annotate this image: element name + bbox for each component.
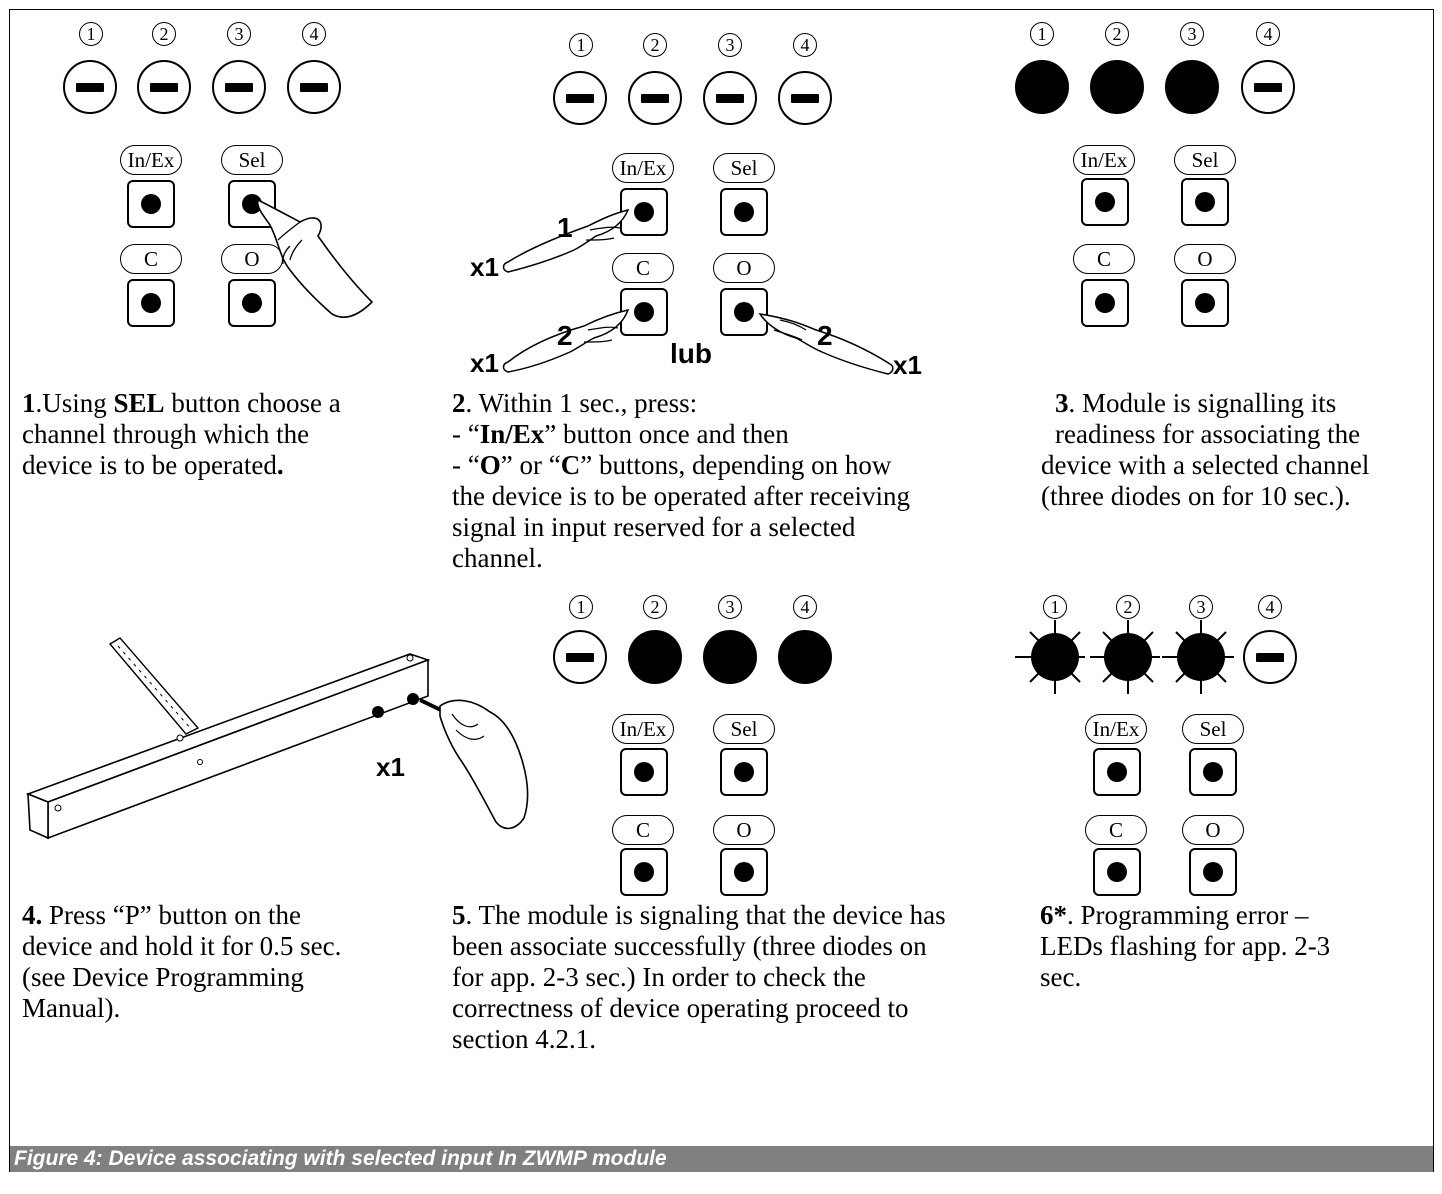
- actuator-device-icon: [25, 637, 529, 840]
- caption-step-4: 4. Press “P” button on the device and ho…: [22, 900, 342, 1023]
- channel-number-2: 2: [1105, 22, 1129, 46]
- caption-step-2: 2. Within 1 sec., press: - “In/Ex” butto…: [452, 388, 911, 573]
- channel-number-3: 3: [1189, 595, 1213, 619]
- c-button: [1081, 279, 1129, 327]
- sel-button: [720, 748, 768, 796]
- c-button: [127, 279, 175, 327]
- label-c: C: [612, 815, 674, 845]
- figure-caption: Figure 4: Device associating with select…: [14, 1147, 667, 1170]
- inex-button: [1093, 748, 1141, 796]
- sel-button: [228, 180, 276, 228]
- caption-step-6: 6*. Programming error – LEDs flashing fo…: [1040, 900, 1331, 992]
- label-c: C: [120, 244, 182, 274]
- led-1-on: [1015, 60, 1069, 114]
- label-sel: Sel: [1182, 714, 1244, 744]
- led-4-off: [1241, 60, 1295, 114]
- channel-number-1: 1: [79, 22, 103, 46]
- led-1-off: [553, 630, 607, 684]
- channel-number-1: 1: [569, 33, 593, 57]
- o-button: [1189, 848, 1237, 896]
- led-2-off: [137, 60, 191, 114]
- caption-step-5: 5. The module is signaling that the devi…: [452, 900, 946, 1054]
- flashing-leds-icon: [1015, 620, 1234, 694]
- channel-number-1: 1: [1043, 595, 1067, 619]
- label-sel: Sel: [713, 153, 775, 183]
- c-button: [1093, 848, 1141, 896]
- led-1-off: [63, 60, 117, 114]
- led-2-on: [628, 630, 682, 684]
- channel-number-4: 4: [302, 22, 326, 46]
- led-3-on: [703, 630, 757, 684]
- hand-number-2-c: 2: [557, 320, 573, 351]
- label-inex: In/Ex: [1085, 714, 1147, 744]
- label-o: O: [1174, 244, 1236, 274]
- o-button: [720, 848, 768, 896]
- label-inex: In/Ex: [612, 153, 674, 183]
- channel-number-3: 3: [1180, 22, 1204, 46]
- channel-number-2: 2: [1116, 595, 1140, 619]
- label-c: C: [1085, 815, 1147, 845]
- led-4-off: [287, 60, 341, 114]
- led-4-off: [1243, 630, 1297, 684]
- or-label: lub: [670, 338, 712, 369]
- led-3-off: [703, 71, 757, 125]
- channel-number-4: 4: [793, 595, 817, 619]
- o-button: [720, 288, 768, 336]
- sel-button: [720, 188, 768, 236]
- channel-number-2: 2: [643, 33, 667, 57]
- channel-number-4: 4: [793, 33, 817, 57]
- inex-button: [620, 188, 668, 236]
- sel-button: [1189, 748, 1237, 796]
- sel-button: [1181, 178, 1229, 226]
- led-2-off: [628, 71, 682, 125]
- channel-number-3: 3: [227, 22, 251, 46]
- channel-number-4: 4: [1258, 595, 1282, 619]
- led-3-off: [212, 60, 266, 114]
- label-inex: In/Ex: [120, 145, 182, 175]
- label-sel: Sel: [713, 714, 775, 744]
- led-3-on: [1165, 60, 1219, 114]
- o-button: [1181, 279, 1229, 327]
- inex-button: [620, 748, 668, 796]
- inex-button: [1081, 178, 1129, 226]
- label-o: O: [1182, 815, 1244, 845]
- inex-button: [127, 180, 175, 228]
- press-count-o: x1: [893, 350, 922, 380]
- label-inex: In/Ex: [1073, 145, 1135, 175]
- led-4-on: [778, 630, 832, 684]
- channel-number-3: 3: [718, 33, 742, 57]
- label-c: C: [1073, 244, 1135, 274]
- channel-number-2: 2: [152, 22, 176, 46]
- channel-number-4: 4: [1256, 22, 1280, 46]
- press-count-c: x1: [470, 348, 499, 378]
- hand-number-2-o: 2: [817, 320, 833, 351]
- channel-number-1: 1: [569, 595, 593, 619]
- label-sel: Sel: [1174, 145, 1236, 175]
- channel-number-2: 2: [643, 595, 667, 619]
- channel-number-1: 1: [1030, 22, 1054, 46]
- led-4-off: [778, 71, 832, 125]
- pointing-hand-icon: [256, 198, 374, 318]
- label-inex: In/Ex: [612, 714, 674, 744]
- figure-caption-bar: Figure 4: Device associating with select…: [10, 1146, 1433, 1172]
- label-sel: Sel: [221, 145, 283, 175]
- press-count-p: x1: [376, 752, 405, 782]
- hand-number-1: 1: [557, 212, 573, 243]
- press-count-inex: x1: [470, 252, 499, 282]
- label-c: C: [612, 253, 674, 283]
- label-o: O: [713, 815, 775, 845]
- pointing-hands-icon: [502, 208, 894, 375]
- caption-step-3: 3. Module is signalling its readiness fo…: [1041, 388, 1370, 511]
- led-1-off: [553, 71, 607, 125]
- c-button: [620, 848, 668, 896]
- o-button: [228, 279, 276, 327]
- caption-step-1: 1.Using SEL button choose a channel thro…: [22, 388, 341, 480]
- label-o: O: [713, 253, 775, 283]
- led-2-on: [1090, 60, 1144, 114]
- channel-number-3: 3: [718, 595, 742, 619]
